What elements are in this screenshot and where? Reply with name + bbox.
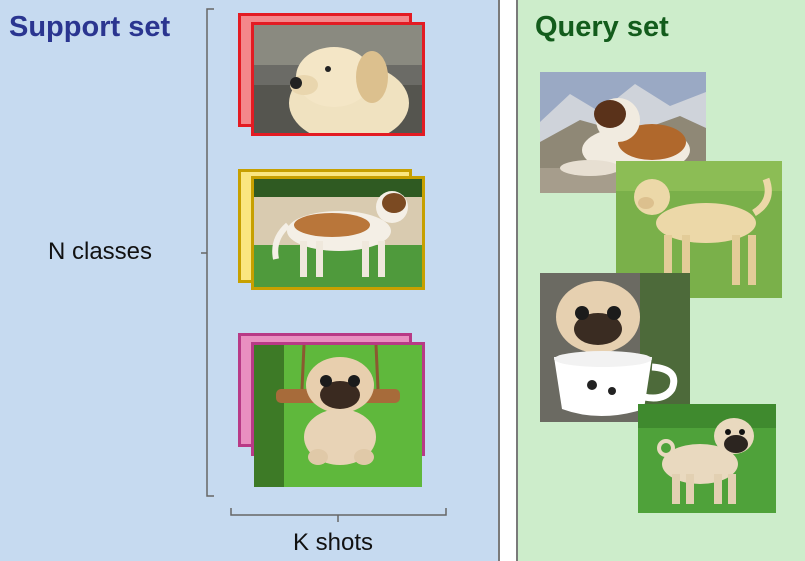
support-set-title: Support set (9, 11, 171, 43)
n-classes-label: N classes (48, 238, 153, 265)
query-set-title: Query set (535, 11, 669, 43)
pug-support-image (254, 345, 422, 487)
saint-bernard-support-image (254, 179, 422, 287)
n-classes-bracket (201, 8, 214, 497)
panel-divider-right (516, 0, 518, 561)
query-image-pug (638, 404, 776, 513)
saint-bernard-support-card (251, 176, 425, 290)
labrador-support-image (254, 25, 422, 133)
labrador-support-card (251, 22, 425, 136)
query-image-pug-in-cup (540, 273, 690, 422)
k-shots-label: K shots (293, 529, 374, 556)
pug-support-card (251, 342, 425, 487)
k-shots-bracket (230, 508, 447, 522)
panel-divider-left (498, 0, 500, 561)
